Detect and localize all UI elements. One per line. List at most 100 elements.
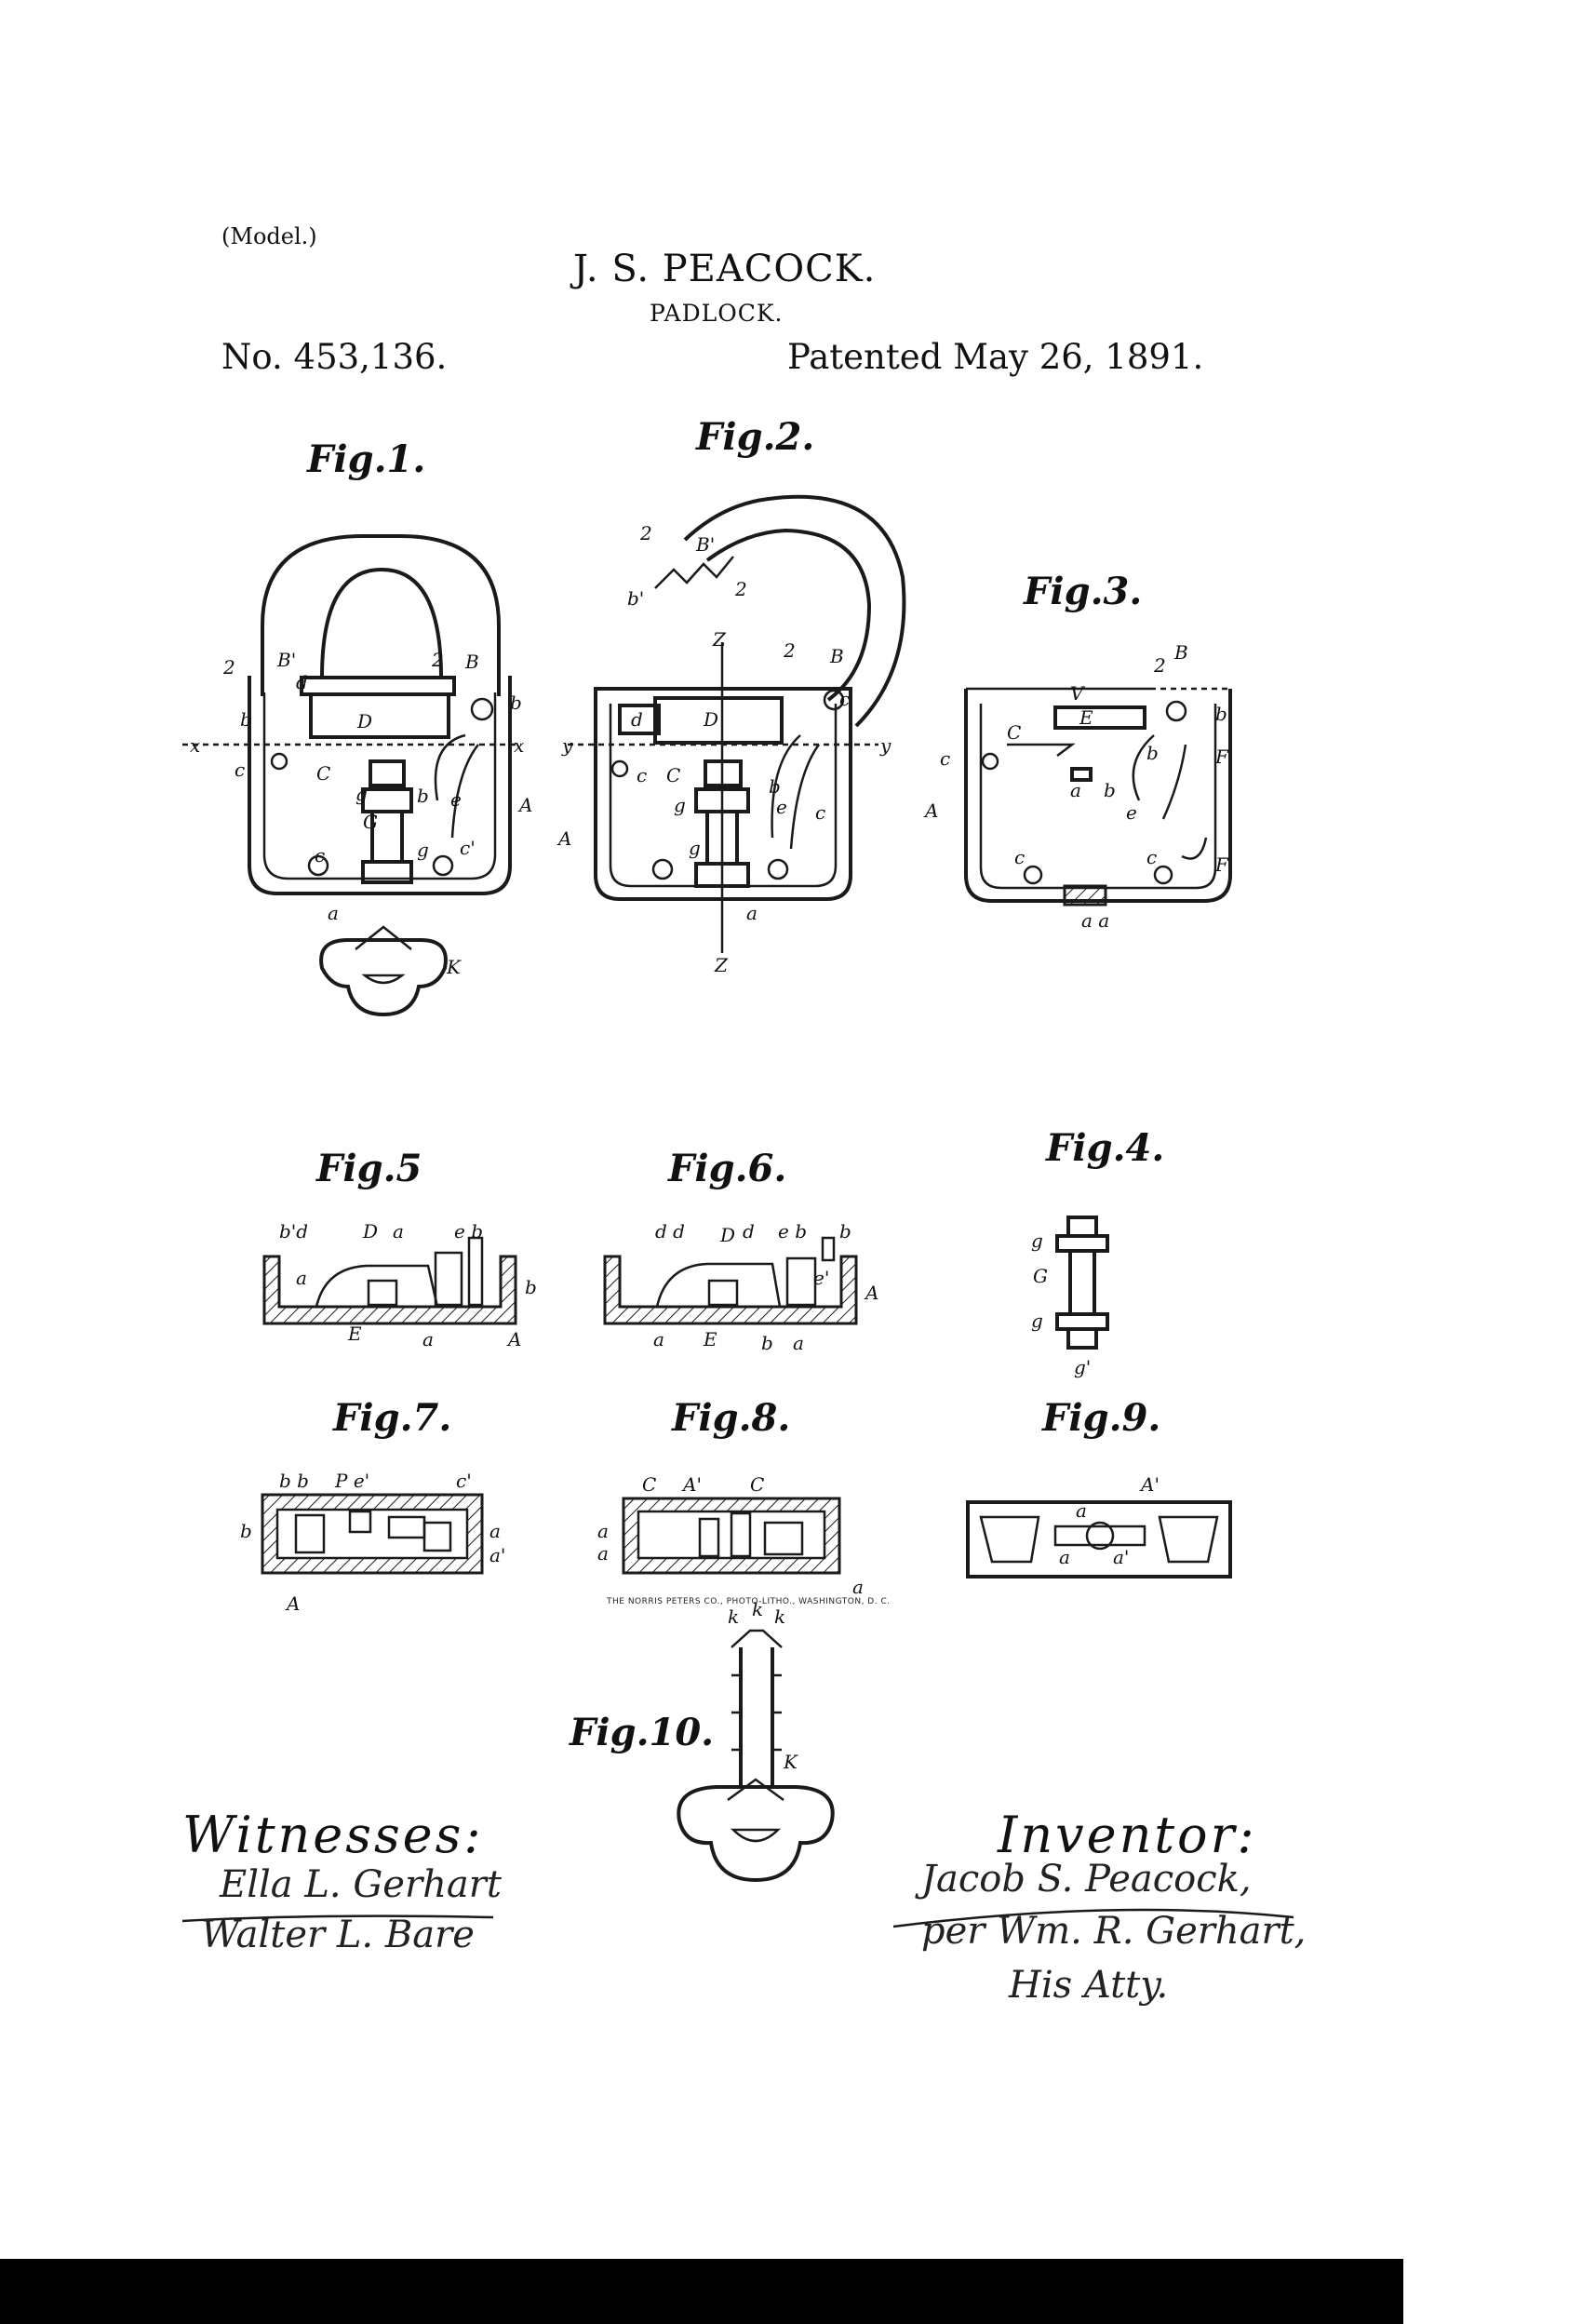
svg-text:c: c: [839, 688, 850, 710]
svg-text:b: b: [240, 708, 252, 731]
scan-bottom-edge: [0, 2259, 1403, 2324]
svg-text:K: K: [446, 956, 462, 978]
svg-text:c': c': [460, 837, 476, 859]
svg-text:A: A: [556, 827, 571, 850]
svg-text:Z: Z: [714, 954, 729, 976]
svg-text:a: a: [1070, 779, 1081, 801]
svg-text:a': a': [489, 1544, 505, 1566]
svg-text:B: B: [1173, 641, 1188, 664]
svg-text:g: g: [689, 837, 701, 859]
svg-text:x: x: [514, 734, 524, 757]
fig2-label: Fig.2.: [696, 415, 815, 459]
svg-text:2: 2: [734, 578, 747, 600]
fig7-label: Fig.7.: [333, 1396, 452, 1440]
svg-text:B: B: [464, 651, 479, 673]
svg-text:2: 2: [222, 656, 235, 678]
lithographer-footer: THE NORRIS PETERS CO., PHOTO-LITHO., WAS…: [607, 1597, 891, 1606]
patent-title: PADLOCK.: [650, 300, 784, 327]
svg-text:F: F: [1214, 853, 1229, 876]
witness-signature-2: Walter L. Bare: [201, 1914, 475, 1956]
svg-text:b'd: b'd: [279, 1220, 308, 1243]
svg-text:a: a: [1059, 1546, 1070, 1568]
svg-text:B: B: [829, 645, 844, 667]
svg-text:a: a: [597, 1542, 609, 1565]
svg-text:c: c: [1014, 846, 1025, 868]
svg-text:b b: b b: [279, 1470, 309, 1492]
svg-text:Z: Z: [712, 628, 727, 651]
svg-text:E: E: [347, 1323, 362, 1345]
inventor-flourish: [892, 1908, 1294, 1928]
inventor-name: J. S. PEACOCK.: [573, 248, 877, 290]
fig9-drawing: A' a a a': [966, 1473, 1232, 1578]
svg-text:A: A: [517, 794, 532, 816]
svg-text:g: g: [1031, 1229, 1043, 1252]
svg-text:e b: e b: [778, 1220, 807, 1243]
svg-text:c: c: [235, 759, 245, 781]
svg-text:V: V: [1070, 682, 1086, 705]
svg-text:a a: a a: [1081, 909, 1109, 932]
svg-text:g': g': [1074, 1356, 1091, 1378]
svg-text:A': A': [681, 1473, 702, 1496]
svg-text:2: 2: [639, 522, 652, 544]
fig8-label: Fig.8.: [672, 1396, 791, 1440]
fig4-label: Fig.4.: [1046, 1126, 1165, 1170]
svg-text:G: G: [363, 811, 378, 833]
attorney-signature: per Wm. R. Gerhart,: [921, 1910, 1307, 1953]
svg-text:2: 2: [1153, 654, 1166, 677]
svg-text:b: b: [839, 1220, 851, 1243]
svg-text:d: d: [631, 708, 643, 731]
svg-text:D: D: [703, 708, 718, 731]
svg-text:x: x: [190, 734, 200, 757]
fig3-label: Fig.3.: [1024, 570, 1143, 613]
svg-text:e': e': [813, 1267, 829, 1289]
svg-text:d d: d d: [655, 1220, 685, 1243]
witness-flourish: [181, 1914, 494, 1923]
svg-text:a: a: [746, 902, 757, 924]
svg-text:k: k: [752, 1598, 763, 1620]
svg-text:g: g: [674, 794, 686, 816]
svg-text:e: e: [450, 788, 462, 811]
svg-text:a: a: [328, 902, 339, 924]
model-label: (Model.): [221, 223, 317, 249]
svg-text:a': a': [1113, 1546, 1129, 1568]
svg-text:a: a: [393, 1220, 404, 1243]
svg-text:a: a: [793, 1332, 804, 1354]
patent-date: Patented May 26, 1891.: [787, 337, 1204, 377]
fig9-label: Fig.9.: [1042, 1396, 1161, 1440]
svg-text:b: b: [525, 1276, 537, 1298]
svg-text:A: A: [285, 1592, 300, 1615]
fig5-label: Fig.5: [316, 1147, 422, 1190]
inventor-signature: Jacob S. Peacock,: [921, 1858, 1252, 1901]
svg-text:d: d: [743, 1220, 755, 1243]
svg-text:k: k: [774, 1605, 785, 1628]
svg-text:G: G: [1033, 1265, 1048, 1287]
svg-text:B': B': [695, 533, 715, 556]
svg-text:a: a: [852, 1576, 864, 1598]
svg-text:c: c: [637, 764, 647, 786]
svg-text:A: A: [864, 1282, 878, 1304]
svg-text:b: b: [1104, 779, 1116, 801]
svg-text:A: A: [506, 1328, 521, 1350]
svg-text:b': b': [627, 587, 644, 610]
svg-text:a: a: [1076, 1499, 1087, 1522]
svg-text:a: a: [489, 1520, 501, 1542]
svg-text:C: C: [666, 764, 680, 786]
svg-text:y: y: [561, 734, 573, 757]
svg-text:k: k: [728, 1605, 739, 1628]
svg-text:D: D: [356, 710, 372, 732]
fig6-label: Fig.6.: [668, 1147, 787, 1190]
svg-text:e: e: [1126, 801, 1137, 824]
svg-text:c': c': [456, 1470, 472, 1492]
svg-text:a: a: [422, 1328, 434, 1350]
svg-text:A': A': [1139, 1473, 1160, 1496]
svg-text:b: b: [417, 785, 429, 807]
svg-text:E: E: [1079, 706, 1093, 729]
